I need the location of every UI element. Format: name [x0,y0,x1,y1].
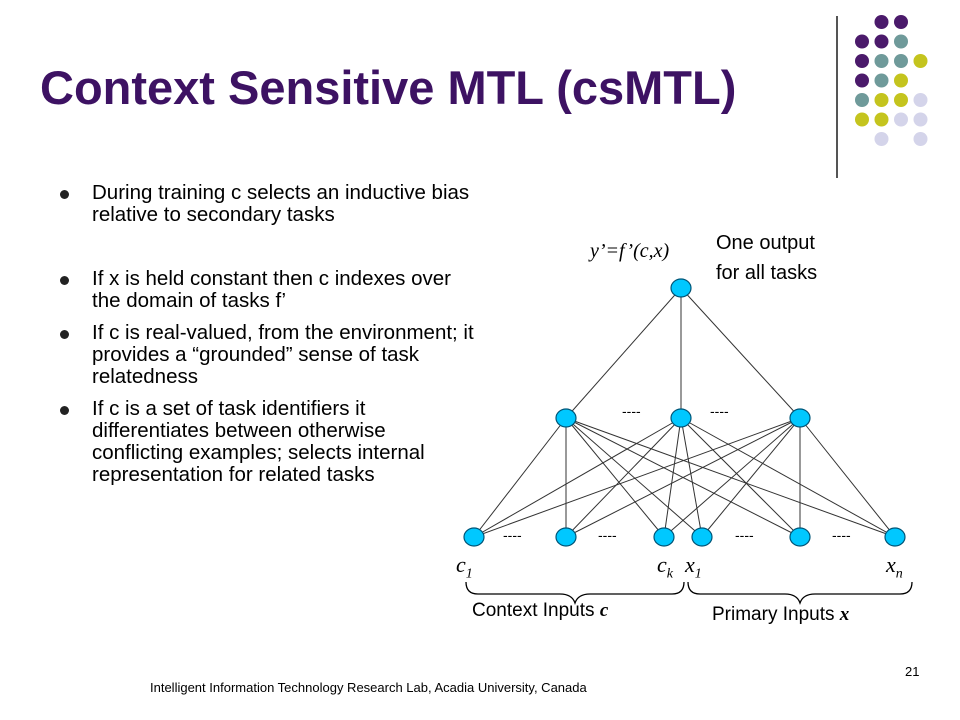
bullet-text: If x is held constant then c indexes ove… [92,267,451,312]
network-edge [565,417,703,538]
hidden-node [555,408,577,428]
decor-dot [874,34,889,49]
slide-title: Context Sensitive MTL (csMTL) [40,61,737,114]
output-formula: y’=f’(c,x) [590,240,670,262]
dashes-input-3: ---- [735,527,754,543]
hidden-node [789,408,811,428]
network-edge [473,417,567,538]
label-x1: x1 [685,552,702,582]
decor-dot [874,73,889,88]
primary-input-node [789,527,811,547]
network-edge [473,417,801,538]
label-xn: xn [886,552,903,582]
decor-dot [913,112,928,127]
primary-inputs-brace [687,581,913,606]
decor-dot [894,93,908,107]
context-input-node [463,527,485,547]
decor-dot [874,93,889,107]
network-edge [473,417,682,538]
network-edge [680,417,703,538]
decor-dot [913,93,928,107]
network-edge [565,287,682,419]
primary-inputs-label: Primary Inputs x [712,604,850,625]
network-edge [680,417,801,538]
decor-dot [874,15,889,29]
context-input-node [653,527,675,547]
dashes-input-4: ---- [832,527,851,543]
hidden-node [670,408,692,428]
bullet-item: If c is real-valued, from the environmen… [60,322,480,388]
primary-input-node [884,527,906,547]
decor-dot [855,112,869,127]
decor-dot [874,112,889,127]
decor-dot [894,112,908,127]
output-note-line-1: One output [716,232,815,254]
bullet-text: If c is real-valued, from the environmen… [92,321,474,388]
decor-dot-grid [855,15,928,146]
decor-dot [894,34,908,49]
context-inputs-brace [465,581,685,606]
hidden-layer-dashes: ---- ---- [622,403,729,419]
network-edge [680,417,896,538]
decor-dot [913,54,928,68]
primary-input-node [691,527,713,547]
slide-footer: Intelligent Information Technology Resea… [150,680,587,695]
bullet-item: If c is a set of task identifiers it dif… [60,398,480,486]
bullet-text: If c is a set of task identifiers it dif… [92,397,425,486]
label-c1: c1 [456,552,473,582]
decor-dot [894,73,908,88]
network-edge [565,417,682,538]
label-ck: ck [657,552,673,582]
bullet-text: During training c selects an inductive b… [92,181,470,226]
input-layer-dashes: ---- ---- ---- ---- [503,527,851,543]
network-edge [565,417,665,538]
decor-dot [874,54,889,68]
decor-dot [855,54,869,68]
context-input-node [555,527,577,547]
dashes-input-1: ---- [503,527,522,543]
output-note-line-2: for all tasks [716,262,818,284]
network-edges [473,287,896,538]
network-edge [663,417,682,538]
dashes-hidden-left: ---- [622,403,641,419]
bullet-item: During training c selects an inductive b… [60,182,480,226]
page-number: 21 [905,664,920,679]
decor-dot [855,93,869,107]
network-nodes [463,278,906,547]
decor-dot [855,34,869,49]
network-edge [799,417,896,538]
dashes-input-2: ---- [598,527,617,543]
decor-vertical-line [836,16,838,178]
bullet-item: If x is held constant then c indexes ove… [60,268,480,312]
decor-dot [913,132,928,146]
decor-dot [894,54,908,68]
decor-dot [874,132,889,146]
network-edge [663,417,801,538]
network-edge [680,287,801,419]
decor-dot [894,15,908,29]
bullet-list: During training c selects an inductive b… [60,182,480,508]
decor-dot [855,73,869,88]
output-node [670,278,692,298]
dashes-hidden-right: ---- [710,403,729,419]
network-edge [701,417,801,538]
context-inputs-label: Context Inputs c [472,600,609,621]
network-edge [565,417,896,538]
network-edge [565,417,801,538]
